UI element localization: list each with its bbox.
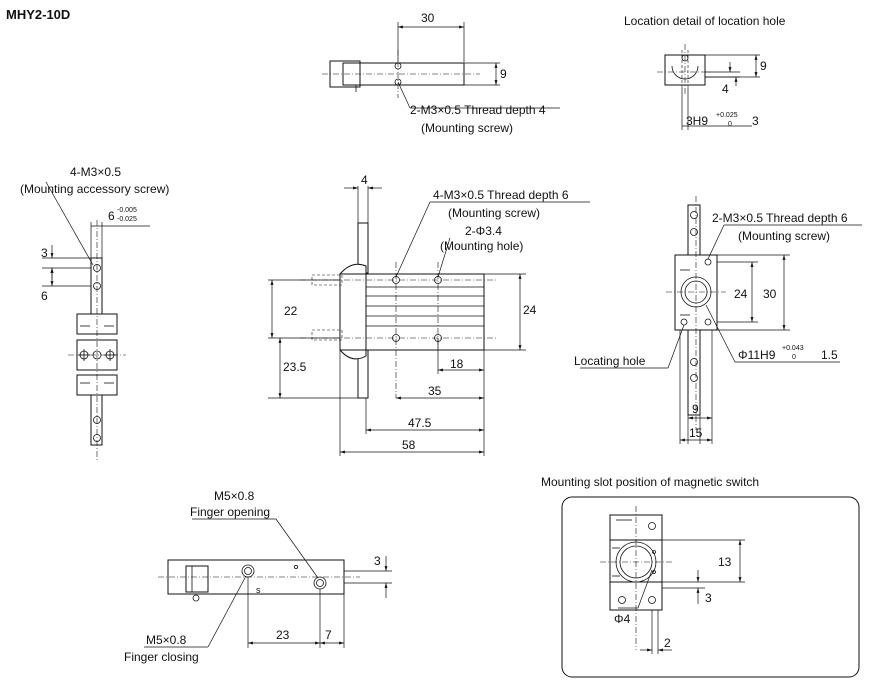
left-thread-label: 4-M3×0.5 (70, 165, 121, 179)
top-dim-9: 9 (500, 67, 507, 81)
magnetic-switch-detail: Mounting slot position of magnetic switc… (541, 475, 860, 678)
left-thread-note: (Mounting accessory screw) (20, 182, 169, 196)
bottom-close-thread: M5×0.8 (146, 633, 187, 647)
left-tol-lower: -0.025 (117, 216, 137, 223)
detail-dim-4: 4 (722, 82, 729, 96)
detail-fit-lower: 0 (728, 121, 732, 128)
right-fit-depth: 1.5 (821, 348, 838, 362)
switch-dim-13: 13 (718, 555, 732, 569)
model-title: MHY2-10D (6, 7, 70, 22)
bottom-dim-3: 3 (374, 554, 381, 568)
bottom-close-label: Finger closing (124, 650, 199, 664)
location-detail-heading: Location detail of location hole (624, 14, 786, 28)
left-view: 4-M3×0.5 (Mounting accessory screw) 6 -0… (20, 165, 169, 460)
right-thread-label: 2-M3×0.5 Thread depth 6 (712, 211, 848, 225)
left-tol-base: 6 (108, 209, 115, 223)
magnetic-switch-heading: Mounting slot position of magnetic switc… (541, 475, 759, 489)
front-hole-note: (Mounting hole) (440, 239, 523, 253)
front-dim-22: 22 (284, 304, 298, 318)
right-dim-15: 15 (689, 426, 703, 440)
front-dim-18: 18 (450, 357, 464, 371)
right-view: 2-M3×0.5 Thread depth 6 (Mounting screw)… (574, 196, 862, 444)
bottom-dim-23: 23 (276, 628, 290, 642)
left-dim-3: 3 (41, 246, 48, 260)
bottom-view: s M5×0.8 Finger opening M5×0.8 Finger cl… (124, 489, 392, 664)
right-fit-lower: 0 (792, 354, 796, 361)
front-dim-47-5: 47.5 (408, 416, 432, 430)
location-detail: Location detail of location hole 9 4 3H9… (624, 14, 786, 130)
detail-fit-depth: 3 (752, 114, 759, 128)
front-thread-label: 4-M3×0.5 Thread depth 6 (433, 188, 569, 202)
right-dim-24: 24 (734, 287, 748, 301)
front-dim-58: 58 (402, 438, 416, 452)
left-dim-6: 6 (41, 289, 48, 303)
top-thread-note: (Mounting screw) (421, 121, 513, 135)
detail-dim-9: 9 (760, 59, 767, 73)
switch-dim-2: 2 (664, 636, 671, 650)
detail-fit-main: 3H9 (686, 114, 708, 128)
bottom-s-mark: s (256, 585, 261, 595)
switch-dim-3: 3 (705, 591, 712, 605)
front-thread-note: (Mounting screw) (448, 206, 540, 220)
right-dim-30: 30 (763, 287, 777, 301)
top-thread-label: 2-M3×0.5 Thread depth 4 (410, 103, 546, 117)
right-locating-hole: Locating hole (574, 354, 646, 368)
front-hole-label: 2-Φ3.4 (465, 224, 502, 238)
switch-phi4: Φ4 (614, 612, 631, 626)
top-view: 30 9 2-M3×0.5 Thread depth 4 (Mounting s… (322, 11, 560, 135)
detail-fit-upper: +0.025 (716, 112, 738, 119)
bottom-dim-7: 7 (325, 628, 332, 642)
left-tol-upper: -0.005 (117, 207, 137, 214)
right-dim-9: 9 (692, 402, 699, 416)
bottom-open-thread: M5×0.8 (214, 489, 255, 503)
front-dim-35: 35 (428, 384, 442, 398)
right-fit-upper: +0.043 (782, 345, 804, 352)
front-dim-4: 4 (361, 173, 368, 187)
top-dim-30: 30 (421, 11, 435, 25)
front-dim-24: 24 (523, 303, 537, 317)
front-view: 4 4-M3×0.5 Thread depth 6 (Mounting scre… (268, 173, 590, 456)
right-thread-note: (Mounting screw) (738, 229, 830, 243)
front-dim-23-5: 23.5 (283, 360, 307, 374)
bottom-open-label: Finger opening (190, 505, 270, 519)
right-fit-main: Φ11H9 (738, 348, 776, 362)
